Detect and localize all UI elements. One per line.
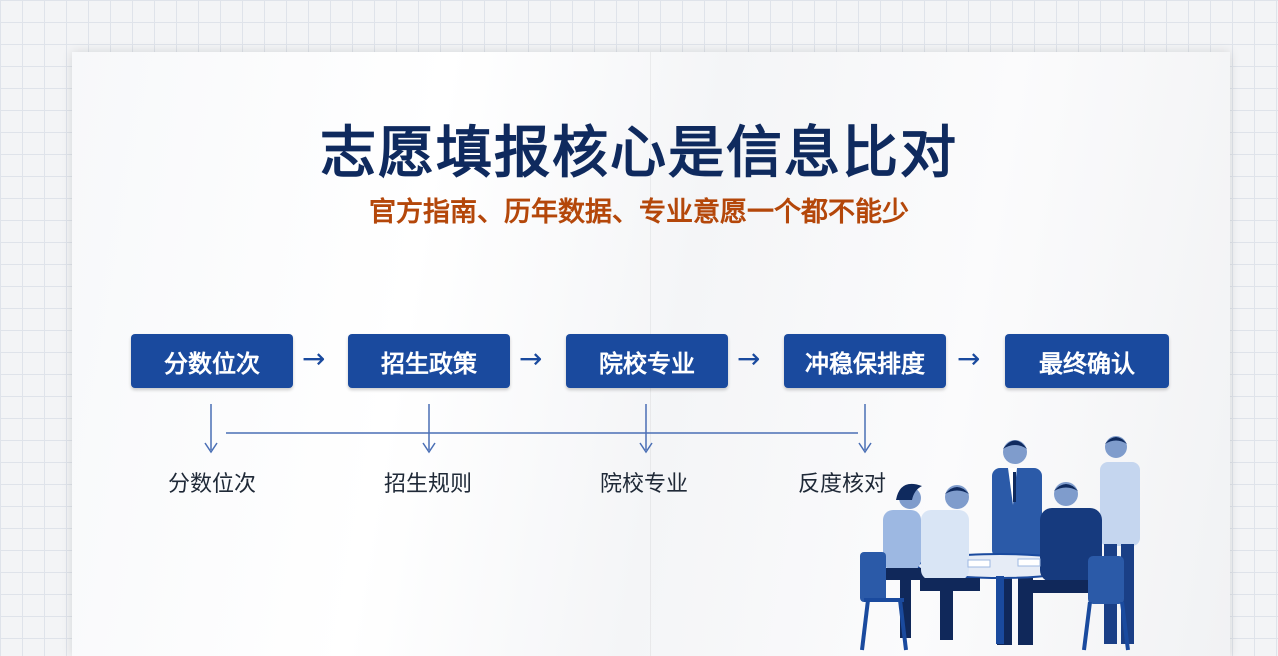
- sub-label-admission-rules: 招生规则: [383, 472, 472, 497]
- chair-left: [860, 552, 908, 651]
- flow-arrow-icon: →: [519, 342, 543, 375]
- page-title: 志愿填报核心是信息比对: [320, 121, 958, 186]
- step-box-risk-ranking: 冲稳保排度: [784, 334, 946, 388]
- sub-label-score-rank: 分数位次: [167, 472, 256, 497]
- flow-arrow-icon: →: [302, 342, 326, 375]
- step-box-score-rank: 分数位次: [131, 334, 293, 388]
- down-arrow-head-2: [422, 442, 436, 454]
- step-box-final-confirm: 最终确认: [1005, 334, 1169, 388]
- flow-arrow-icon: →: [957, 342, 981, 375]
- flow-arrow-icon: →: [737, 342, 761, 375]
- down-arrow-head-3: [639, 442, 653, 454]
- sub-label-college-major: 院校专业: [599, 472, 688, 497]
- standing-man-right-figure: [1100, 436, 1140, 644]
- seated-woman-figure: [880, 483, 926, 638]
- seated-man-figure: [920, 485, 980, 640]
- step-box-college-major: 院校专业: [566, 334, 728, 388]
- seated-man-dark-figure: [1028, 482, 1102, 593]
- document-icon: [1017, 558, 1041, 567]
- sub-label-check: 反度核对: [797, 472, 886, 497]
- step-box-admission-policy: 招生政策: [348, 334, 510, 388]
- down-arrow-head-1: [204, 442, 218, 454]
- page-subtitle: 官方指南、历年数据、专业意愿一个都不能少: [369, 197, 909, 228]
- document-icon: [967, 559, 991, 568]
- chair-right: [1082, 556, 1130, 651]
- down-arrow-head-4: [858, 442, 872, 454]
